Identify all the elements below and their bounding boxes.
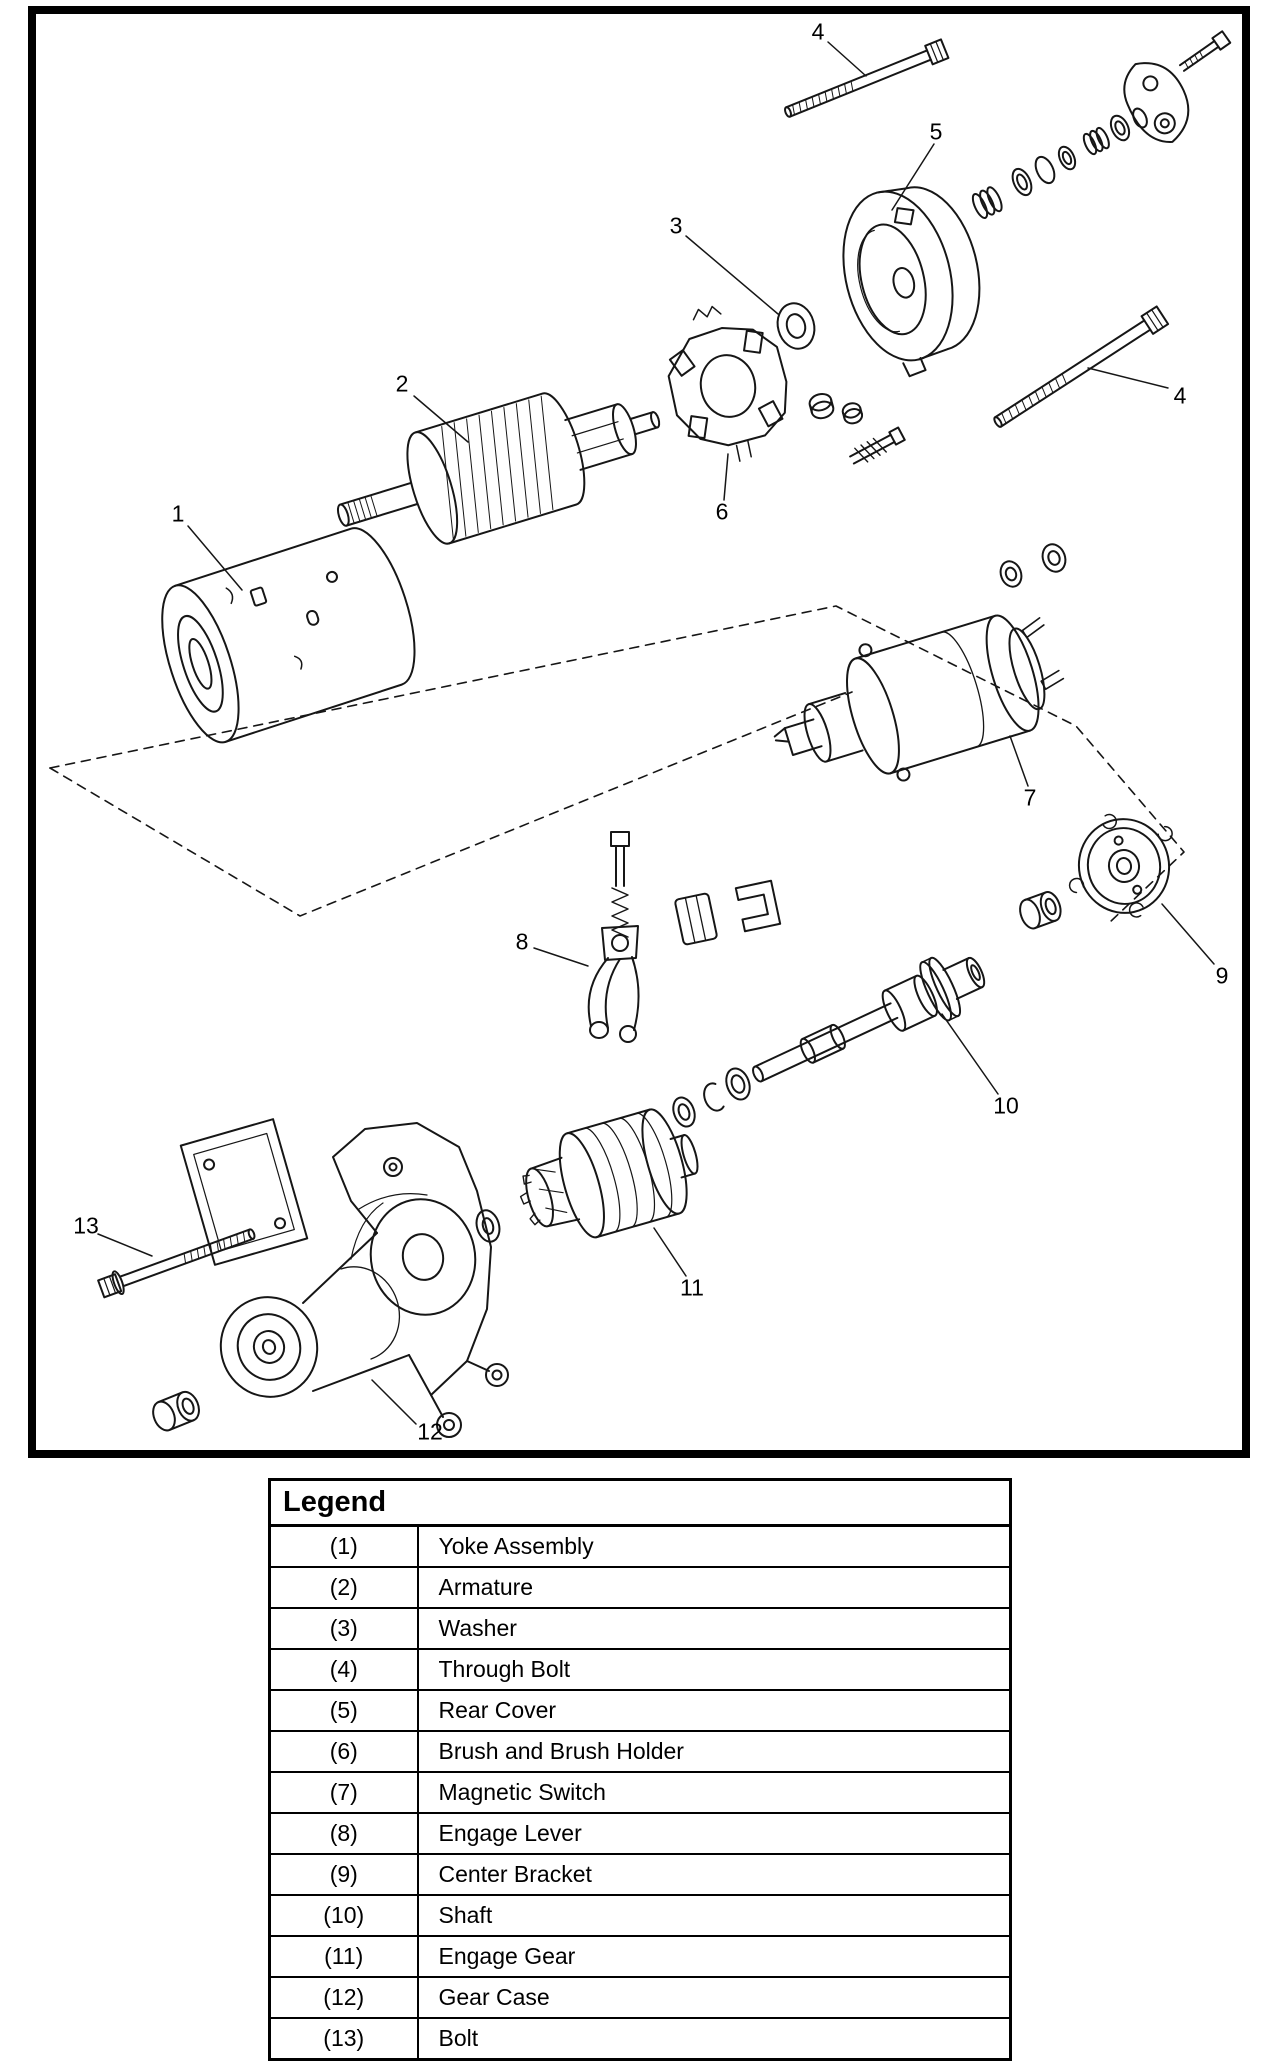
part-through-bolt-top: [784, 38, 950, 118]
callout-6: 6: [715, 498, 729, 525]
legend-part-name: Shaft: [416, 1894, 1012, 1937]
part-magnetic-switch: [773, 614, 1065, 782]
callout-7: 7: [1023, 784, 1037, 811]
bushing: [1019, 891, 1062, 930]
legend-row: (10)Shaft: [268, 1894, 1012, 1937]
small-screw-top-right: [1178, 30, 1232, 72]
callout-10: 10: [993, 1092, 1019, 1119]
part-through-bolt-right: [993, 305, 1170, 428]
legend-part-name: Magnetic Switch: [416, 1771, 1012, 1814]
legend-part-name: Washer: [416, 1607, 1012, 1650]
legend-part-number: (1): [268, 1524, 419, 1568]
legend-row: (2)Armature: [268, 1566, 1012, 1609]
end-plate-bracket: [1123, 62, 1190, 143]
legend-part-number: (11): [268, 1935, 419, 1978]
legend-row: (6)Brush and Brush Holder: [268, 1730, 1012, 1773]
callout-2: 2: [395, 370, 409, 397]
legend-part-number: (7): [268, 1771, 419, 1814]
legend-part-name: Through Bolt: [416, 1648, 1012, 1691]
legend-part-name: Engage Gear: [416, 1935, 1012, 1978]
part-brush-and-brush-holder: [667, 305, 788, 462]
part-armature: [336, 392, 661, 545]
legend-row: (13)Bolt: [268, 2017, 1012, 2061]
callout-8: 8: [515, 928, 529, 955]
part-bolt: [97, 1228, 256, 1299]
legend-part-name: Yoke Assembly: [416, 1524, 1012, 1568]
callout-4-top: 4: [811, 18, 825, 45]
legend-table: Legend (1)Yoke Assembly (2)Armature (3)W…: [268, 1478, 1012, 2061]
legend-row: (12)Gear Case: [268, 1976, 1012, 2019]
callout-13: 13: [73, 1212, 99, 1239]
legend-row: (8)Engage Lever: [268, 1812, 1012, 1855]
switch-stud-nuts: [999, 543, 1067, 588]
callout-leader-lines: [97, 41, 1215, 1425]
exploded-view-figure: 4 5 3 2 4 1 6 7 8 9 10 11 13 12: [28, 6, 1250, 1458]
callout-12: 12: [417, 1418, 443, 1445]
legend: Legend (1)Yoke Assembly (2)Armature (3)W…: [268, 1478, 1012, 2061]
legend-row: (7)Magnetic Switch: [268, 1771, 1012, 1814]
callout-3: 3: [669, 212, 683, 239]
part-yoke-assembly: [161, 527, 416, 744]
part-engage-gear: [519, 1108, 699, 1239]
callout-5: 5: [929, 118, 943, 145]
legend-row: (3)Washer: [268, 1607, 1012, 1650]
callout-1: 1: [171, 500, 185, 527]
legend-row: (4)Through Bolt: [268, 1648, 1012, 1691]
legend-part-name: Rear Cover: [416, 1689, 1012, 1732]
legend-part-number: (13): [268, 2017, 419, 2061]
legend-part-name: Armature: [416, 1566, 1012, 1609]
legend-row: (5)Rear Cover: [268, 1689, 1012, 1732]
legend-part-number: (4): [268, 1648, 419, 1691]
legend-part-number: (10): [268, 1894, 419, 1937]
lever-grommet: [674, 892, 718, 946]
callout-11: 11: [680, 1274, 704, 1301]
starter-motor-exploded-drawing: [49, 30, 1232, 1438]
part-washer: [776, 302, 816, 350]
legend-part-number: (8): [268, 1812, 419, 1855]
shaft-rings: [672, 1067, 751, 1128]
gear-case-mounting-plate: [179, 1118, 309, 1266]
legend-part-number: (3): [268, 1607, 419, 1650]
legend-title: Legend: [268, 1478, 1012, 1527]
terminal-nuts: [808, 392, 864, 425]
legend-part-number: (9): [268, 1853, 419, 1896]
washer-and-spring-set: [971, 107, 1148, 219]
part-gear-case: [219, 1122, 509, 1438]
legend-part-number: (2): [268, 1566, 419, 1609]
gear-case-bushing: [152, 1390, 200, 1432]
legend-part-number: (5): [268, 1689, 419, 1732]
legend-row: (1)Yoke Assembly: [268, 1524, 1012, 1568]
legend-header-row: Legend: [268, 1478, 1012, 1527]
part-rear-cover: [842, 186, 981, 378]
legend-row: (11)Engage Gear: [268, 1935, 1012, 1978]
legend-row: (9)Center Bracket: [268, 1853, 1012, 1896]
legend-part-name: Gear Case: [416, 1976, 1012, 2019]
legend-part-name: Brush and Brush Holder: [416, 1730, 1012, 1773]
callout-9: 9: [1215, 962, 1229, 989]
callout-4-right: 4: [1173, 382, 1187, 409]
legend-part-name: Bolt: [416, 2017, 1012, 2061]
legend-part-name: Engage Lever: [416, 1812, 1012, 1855]
gear-stop-ring: [475, 1209, 501, 1243]
stud-and-spring: [849, 426, 906, 465]
part-engage-lever: [587, 831, 640, 1043]
part-shaft: [752, 956, 986, 1083]
legend-part-name: Center Bracket: [416, 1853, 1012, 1896]
lever-bracket: [734, 879, 782, 933]
legend-part-number: (12): [268, 1976, 419, 2019]
legend-part-number: (6): [268, 1730, 419, 1773]
